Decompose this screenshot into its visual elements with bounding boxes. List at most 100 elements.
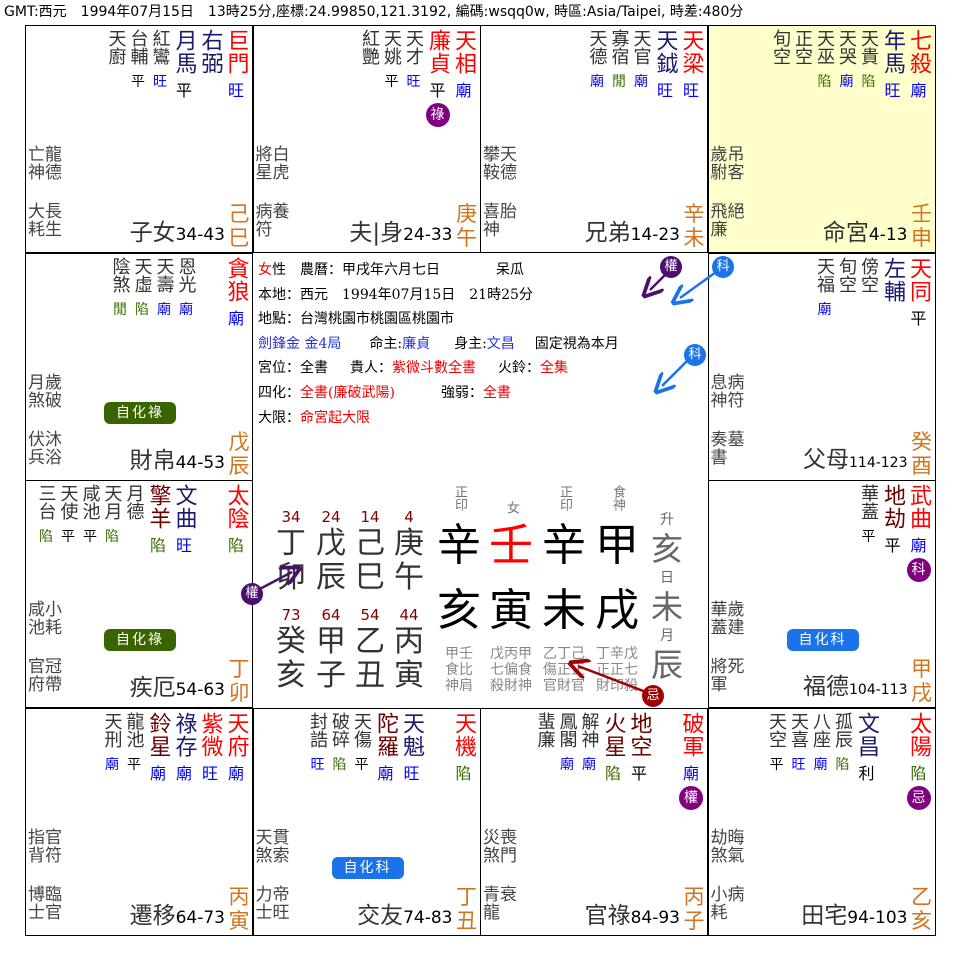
- star-minor[interactable]: 三台陷: [35, 484, 57, 545]
- palace-mao[interactable]: 太陰陷文曲旺擎羊陷月德 天月陷咸池平天使平三台陷咸小池耗官冠府帶自化祿丁卯疾厄5…: [25, 480, 253, 708]
- gods-row: 鞍德: [483, 163, 517, 183]
- star-minor[interactable]: 封誥旺: [307, 712, 329, 773]
- star-lucky[interactable]: 文曲旺: [171, 484, 197, 555]
- palace-label[interactable]: 交友74-83: [357, 903, 452, 931]
- palace-xu[interactable]: 武曲廟科地劫平華蓋平華歲蓋建將死軍自化科甲戌福德104-113: [707, 480, 936, 708]
- star-major[interactable]: 天府廟: [223, 712, 249, 783]
- palace-label[interactable]: 兄弟14-23: [585, 220, 680, 248]
- star-lucky[interactable]: 天魁旺: [399, 712, 425, 783]
- star-major[interactable]: 七殺廟: [906, 29, 932, 100]
- star-minor[interactable]: 天刑廟: [101, 712, 123, 773]
- star-lucky[interactable]: 文昌利: [854, 712, 880, 783]
- star-minor[interactable]: 天貴陷: [858, 29, 880, 90]
- star-minor[interactable]: 天巫陷: [814, 29, 836, 90]
- star-minor[interactable]: 龍池平: [123, 712, 145, 773]
- star-minor[interactable]: 天官廟: [630, 29, 652, 90]
- star-major[interactable]: 天同平: [906, 257, 932, 328]
- star-minor[interactable]: 天使平: [57, 484, 79, 545]
- star-minor[interactable]: 天德廟: [586, 29, 608, 90]
- star-minor[interactable]: 天壽廟: [153, 257, 175, 318]
- star-malefic[interactable]: 擎羊陷: [145, 484, 171, 555]
- star-minor[interactable]: 天月陷: [101, 484, 123, 545]
- star-minor[interactable]: 台輔平: [127, 29, 149, 90]
- palace-label[interactable]: 夫|身24-33: [349, 220, 452, 248]
- palace-wu[interactable]: 天相廟廉貞平祿天才旺天姚平紅艷 將白星虎病養符庚午夫|身24-33: [252, 25, 481, 253]
- star-major[interactable]: 太陰陷: [223, 484, 249, 555]
- star-major[interactable]: 天梁旺: [678, 29, 704, 100]
- star-minor[interactable]: 傍空: [858, 257, 880, 318]
- star-minor[interactable]: 寡宿閒: [608, 29, 630, 90]
- palace-si[interactable]: 巨門旺右弼 月馬平紅鸞旺台輔平天廚 亡龍神德大長耗生己巳子女34-43: [25, 25, 253, 253]
- palace-label[interactable]: 疾厄54-63: [130, 675, 225, 703]
- star-minor[interactable]: 天廚: [105, 29, 127, 90]
- stem-branch: 戊辰: [228, 430, 250, 478]
- star-major[interactable]: 武曲廟科: [906, 484, 932, 582]
- gods-row: 龍: [483, 902, 500, 923]
- palace-label[interactable]: 福德104-113: [803, 674, 908, 703]
- star-brightness: 旺: [682, 81, 699, 100]
- star-minor[interactable]: 恩光廟: [175, 257, 197, 318]
- star-lucky[interactable]: 月馬平: [171, 29, 197, 100]
- star-lucky[interactable]: 年馬旺: [880, 29, 906, 100]
- palace-yin[interactable]: 天府廟紫微旺祿存廟鈴星廟龍池平天刑廟指官背符博臨士官丙寅遷移64-73: [25, 707, 253, 936]
- star-minor[interactable]: 月德: [123, 484, 145, 545]
- star-minor[interactable]: 正空: [792, 29, 814, 90]
- star-major[interactable]: 廉貞平祿: [425, 29, 451, 127]
- star-minor[interactable]: 華蓋平: [858, 484, 880, 545]
- star-minor[interactable]: 紅鸞旺: [149, 29, 171, 90]
- star-minor[interactable]: 旬空: [836, 257, 858, 318]
- star-name: 月德: [123, 484, 145, 520]
- star-minor[interactable]: 鳳閣廟: [556, 712, 578, 773]
- palace-wei[interactable]: 天梁旺天鉞旺天官廟寡宿閒天德廟攀天鞍德喜胎神辛未兄弟14-23: [480, 25, 708, 253]
- star-minor[interactable]: 解神廟: [578, 712, 600, 773]
- star-malefic[interactable]: 鈴星廟: [145, 712, 171, 783]
- palace-chen[interactable]: 貪狼廟恩光廟天壽廟天虛陷陰煞閒月歲煞破伏沐兵浴自化祿戊辰財帛44-53: [25, 252, 253, 481]
- palace-name: 子女: [129, 220, 176, 246]
- star-minor[interactable]: 蜚廉: [534, 712, 556, 773]
- star-major[interactable]: 天相廟: [451, 29, 477, 100]
- star-malefic[interactable]: 地空平: [626, 712, 652, 783]
- palace-shen[interactable]: 七殺廟年馬旺天貴陷天哭廟天巫陷正空 旬空 歲吊駙客飛絕廉壬申命宮4-13: [707, 25, 936, 253]
- star-minor[interactable]: 天喜旺: [788, 712, 810, 773]
- star-minor[interactable]: 紅艷: [359, 29, 381, 90]
- star-minor[interactable]: 孤辰陷: [832, 712, 854, 773]
- star-minor[interactable]: 天才旺: [403, 29, 425, 90]
- palace-chou[interactable]: 天機陷天魁旺陀羅廟天傷平破碎陷封誥旺天貫煞索力帝士旺自化科丁丑交友74-83: [252, 707, 481, 936]
- palace-label[interactable]: 子女34-43: [130, 220, 225, 248]
- palace-label[interactable]: 官祿84-93: [585, 903, 680, 931]
- palace-you[interactable]: 天同平左輔 傍空 旬空 天福廟息病神符奏墓書癸酉父母114-123: [707, 252, 936, 481]
- palace-hai[interactable]: 太陽陷忌文昌利孤辰陷八座廟天喜旺天空平劫晦煞氣小病耗乙亥田宅94-103: [707, 707, 936, 936]
- star-minor[interactable]: 八座廟: [810, 712, 832, 773]
- star-malefic[interactable]: 地劫平: [880, 484, 906, 555]
- star-major[interactable]: 貪狼廟: [223, 257, 249, 328]
- star-minor[interactable]: 天虛陷: [131, 257, 153, 318]
- palace-label[interactable]: 父母114-123: [803, 447, 908, 476]
- star-major[interactable]: 紫微旺: [197, 712, 223, 783]
- star-malefic[interactable]: 火星陷: [600, 712, 626, 783]
- star-major[interactable]: 太陽陷忌: [906, 712, 932, 810]
- star-minor[interactable]: 天姚平: [381, 29, 403, 90]
- palace-zi[interactable]: 破軍廟權地空平火星陷解神廟鳳閣廟蜚廉 災喪煞門青衰龍丙子官祿84-93: [480, 707, 708, 936]
- star-minor[interactable]: 破碎陷: [329, 712, 351, 773]
- star-malefic[interactable]: 陀羅廟: [373, 712, 399, 783]
- star-minor[interactable]: 旬空: [770, 29, 792, 90]
- palace-label[interactable]: 命宮4-13: [823, 220, 908, 248]
- gods-row: 亡龍: [28, 145, 62, 165]
- star-lucky[interactable]: 祿存廟: [171, 712, 197, 783]
- star-minor[interactable]: 天哭廟: [836, 29, 858, 90]
- star-lucky[interactable]: 右弼: [197, 29, 223, 100]
- heavenly-stem: 庚: [456, 202, 477, 226]
- star-major[interactable]: 破軍廟權: [678, 712, 704, 810]
- star-minor[interactable]: 天空平: [766, 712, 788, 773]
- star-major[interactable]: 巨門旺: [223, 29, 249, 100]
- star-minor[interactable]: 天傷平: [351, 712, 373, 773]
- star-minor[interactable]: 天福廟: [814, 257, 836, 318]
- palace-label[interactable]: 財帛44-53: [130, 448, 225, 476]
- star-major[interactable]: 天機陷: [451, 712, 477, 783]
- palace-label[interactable]: 遷移64-73: [130, 903, 225, 931]
- star-minor[interactable]: 陰煞閒: [109, 257, 131, 318]
- star-minor[interactable]: 咸池平: [79, 484, 101, 545]
- palace-label[interactable]: 田宅94-103: [801, 903, 907, 931]
- star-lucky[interactable]: 天鉞旺: [652, 29, 678, 100]
- star-lucky[interactable]: 左輔: [880, 257, 906, 328]
